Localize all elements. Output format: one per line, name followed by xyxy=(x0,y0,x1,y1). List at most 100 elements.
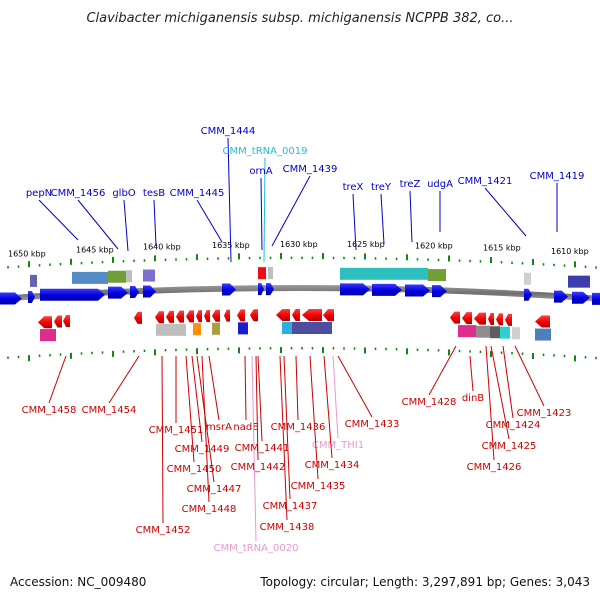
forward-leader-line xyxy=(484,187,527,237)
reverse-strand-features xyxy=(38,309,551,342)
forward-gene-label: treY xyxy=(371,182,392,193)
forward-leader-line xyxy=(409,190,413,243)
forward-feature-box xyxy=(340,267,428,280)
reverse-gene-arrow xyxy=(496,313,503,326)
reverse-leader-line xyxy=(201,355,210,503)
forward-feature-box xyxy=(268,267,273,280)
forward-strand-features xyxy=(0,267,600,305)
reverse-gene-label: CMM_1425 xyxy=(482,441,537,452)
map-title: Clavibacter michiganensis subsp. michiga… xyxy=(86,11,513,26)
forward-leader-line xyxy=(260,177,263,251)
forward-leader-line xyxy=(263,157,266,263)
forward-gene-label: CMM_1444 xyxy=(201,126,256,137)
scale-label: 1640 kbp xyxy=(143,243,181,252)
accession-text: Accession: NC_009480 xyxy=(10,575,146,589)
reverse-feature-box xyxy=(476,325,490,338)
scale-label: 1650 kbp xyxy=(8,249,46,258)
reverse-feature-box xyxy=(535,328,551,341)
forward-feature-box xyxy=(428,269,446,282)
reverse-gene-arrow xyxy=(292,309,300,322)
reverse-leader-line xyxy=(185,355,195,463)
reverse-gene-label: CMM_1452 xyxy=(136,525,191,536)
forward-feature-box xyxy=(143,269,155,282)
forward-gene-arrow xyxy=(572,291,590,304)
forward-gene-arrow xyxy=(0,292,22,305)
scale-ticks xyxy=(7,253,597,362)
reverse-gene-label: CMM_1437 xyxy=(263,501,318,512)
reverse-leader-line xyxy=(244,355,247,421)
reverse-feature-box xyxy=(156,323,186,336)
forward-gene-label: glbO xyxy=(112,188,135,199)
forward-feature-box xyxy=(568,275,590,288)
reverse-gene-arrow xyxy=(63,315,70,328)
forward-gene-arrow xyxy=(340,283,370,296)
reverse-feature-box xyxy=(512,327,520,340)
reverse-gene-arrow xyxy=(276,309,290,322)
forward-leader-line xyxy=(38,199,79,241)
reverse-leader-line xyxy=(251,355,257,542)
reverse-leader-line xyxy=(279,355,288,521)
reverse-gene-label: CMM_1442 xyxy=(231,462,286,473)
forward-gene-label: CMM_1421 xyxy=(458,176,513,187)
forward-gene-arrow xyxy=(143,285,156,298)
reverse-leader-line xyxy=(295,355,299,421)
forward-gene-arrow xyxy=(258,283,264,296)
reverse-gene-label: CMM_1448 xyxy=(182,504,237,515)
reverse-gene-label: CMM_1424 xyxy=(486,420,541,431)
reverse-gene-arrow xyxy=(196,310,202,323)
reverse-gene-arrow xyxy=(155,311,164,324)
forward-gene-arrow xyxy=(266,283,274,296)
forward-gene-arrow xyxy=(130,286,139,299)
reverse-leader-line xyxy=(283,355,291,500)
reverse-leader-line xyxy=(108,355,140,404)
reverse-gene-arrow xyxy=(462,312,472,325)
reverse-gene-label: CMM_tRNA_0020 xyxy=(214,543,299,554)
reverse-leader-line xyxy=(337,355,373,418)
forward-feature-box xyxy=(126,270,132,283)
reverse-gene-label: CMM_1458 xyxy=(22,405,77,416)
forward-gene-arrow xyxy=(222,283,236,296)
reverse-feature-box xyxy=(458,325,476,338)
forward-gene-label: CMM_tRNA_0019 xyxy=(223,146,308,157)
forward-gene-label: tesB xyxy=(143,188,165,199)
reverse-gene-label: CMM_1426 xyxy=(467,462,522,473)
forward-feature-box xyxy=(258,267,266,280)
reverse-gene-arrow xyxy=(323,309,334,322)
forward-gene-label: treZ xyxy=(400,179,421,190)
forward-gene-label: CMM_1439 xyxy=(283,164,338,175)
reverse-gene-arrow xyxy=(250,309,258,322)
scale-label: 1625 kbp xyxy=(347,240,385,249)
reverse-gene-arrow xyxy=(488,313,494,326)
forward-leader-line xyxy=(227,137,232,263)
reverse-leader-line xyxy=(490,345,510,440)
forward-gene-arrow xyxy=(28,291,35,304)
reverse-feature-box xyxy=(193,323,201,336)
scale-label: 1620 kbp xyxy=(415,241,453,250)
forward-gene-arrow xyxy=(554,290,568,303)
reverse-leader-line xyxy=(208,355,220,421)
forward-gene-label: pepN xyxy=(26,188,52,199)
forward-gene-label: treX xyxy=(343,182,364,193)
reverse-leader-line xyxy=(469,355,474,392)
forward-leader-line xyxy=(196,199,223,243)
reverse-gene-arrow xyxy=(212,309,220,322)
reverse-gene-label: CMM_THI1 xyxy=(312,440,364,451)
forward-gene-label: ornA xyxy=(249,166,272,177)
reverse-gene-arrow xyxy=(535,315,550,328)
topology-text: Topology: circular; Length: 3,297,891 bp… xyxy=(259,575,590,589)
reverse-gene-label: CMM_1441 xyxy=(235,443,290,454)
reverse-gene-arrow xyxy=(474,312,486,325)
forward-feature-box xyxy=(30,274,37,287)
reverse-gene-arrow xyxy=(204,309,210,322)
reverse-leader-line xyxy=(514,345,545,407)
forward-leader-line xyxy=(380,193,385,245)
reverse-leader-line xyxy=(323,355,333,459)
reverse-gene-label: nadE xyxy=(233,422,258,433)
forward-gene-arrow xyxy=(40,288,105,301)
forward-gene-label: udgA xyxy=(427,179,453,190)
